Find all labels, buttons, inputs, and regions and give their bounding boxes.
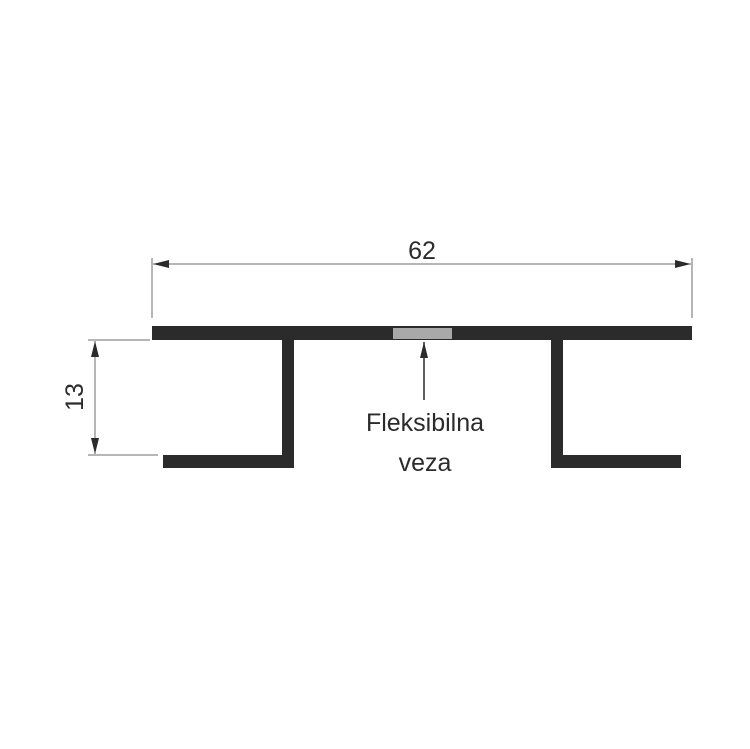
right-web <box>551 340 563 468</box>
height-label: 13 <box>61 383 89 411</box>
height-dimension: 13 <box>61 339 158 456</box>
right-flange <box>551 455 681 468</box>
width-label: 62 <box>408 237 436 265</box>
profile-shape <box>152 326 692 468</box>
annotation-line1: Fleksibilna <box>366 409 484 437</box>
left-web <box>282 340 294 468</box>
flexible-joint-insert <box>393 328 452 339</box>
left-flange <box>163 455 294 468</box>
width-dimension: 62 <box>151 237 693 318</box>
annotation-line2: veza <box>399 449 452 477</box>
